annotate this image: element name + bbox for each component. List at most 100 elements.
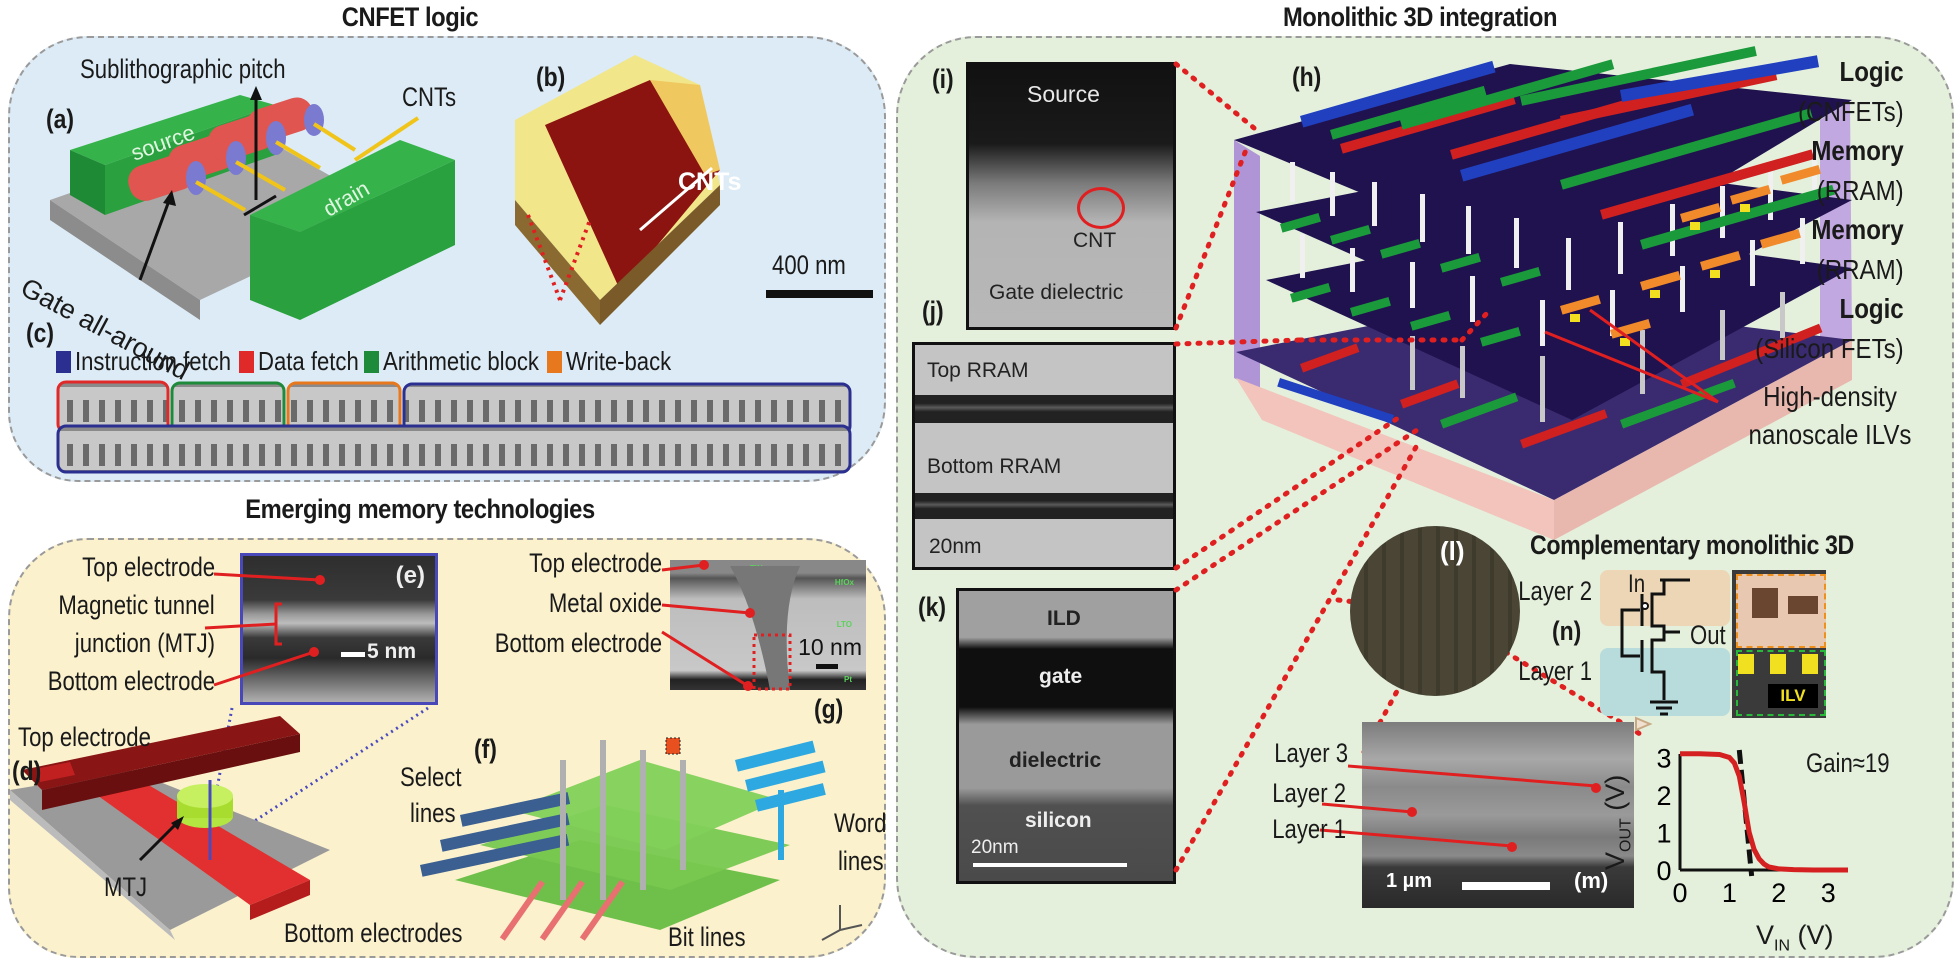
label-l: (l) xyxy=(1440,536,1465,566)
layout-metal xyxy=(1752,588,1778,618)
legend-swatch-instruction xyxy=(56,350,71,373)
label-i: (i) xyxy=(932,64,954,94)
y-tick-label: 3 xyxy=(1656,744,1671,774)
logic-interconnects xyxy=(1299,46,1836,250)
tem-gate-label: gate xyxy=(1039,665,1083,688)
section-title-memory: Emerging memory technologies xyxy=(245,494,595,524)
tem-source-label: Source xyxy=(1027,81,1100,107)
layer-name: Logic xyxy=(1839,293,1904,324)
sem-layer1-label: Layer 1 xyxy=(1272,814,1346,844)
mtj-scale-label: 5 nm xyxy=(367,640,417,663)
rram-stack-tem-image: Top RRAM Bottom RRAM 20nm xyxy=(912,342,1176,570)
word-lines-label-2: lines xyxy=(838,846,884,876)
layout-ilv-pad xyxy=(1738,654,1754,674)
mtj-device-top-electrode-label: Top electrode xyxy=(18,722,151,752)
label-h: (h) xyxy=(1292,62,1322,92)
rram-scale-label: 10 nm xyxy=(798,634,862,660)
si-fet-scale-bar xyxy=(973,863,1127,867)
x-tick-label: 2 xyxy=(1771,878,1786,908)
layer-name: Memory xyxy=(1811,135,1904,166)
transfer-curve-points xyxy=(1679,753,1849,871)
three-layer-sem-image: 1 µm (m) xyxy=(1362,722,1634,908)
layer-name: Memory xyxy=(1811,214,1904,245)
rram-scale-bar xyxy=(816,664,838,669)
rram-bottom-electrode-label: Bottom electrode xyxy=(494,628,662,658)
pitch-label: Sublithographic pitch xyxy=(80,54,286,84)
layer-type: (Silicon FETs) xyxy=(1755,332,1904,364)
x-tick-label: 3 xyxy=(1821,878,1836,908)
word-lines-label-1: Word xyxy=(834,808,887,838)
tem-dielectric-label: dielectric xyxy=(1009,749,1102,772)
cnfet-device-illustration xyxy=(50,86,455,320)
axes-icon xyxy=(821,905,863,941)
label-f: (f) xyxy=(474,734,497,764)
top-electrode-bar xyxy=(22,716,300,790)
layout-ilv-pad xyxy=(1802,654,1818,674)
layer-type: (CNFETs) xyxy=(1798,95,1904,127)
cnts-label: CNTs xyxy=(402,82,457,112)
rram-yellow-cells xyxy=(1570,204,1750,346)
chart-ylabel: VOUT (V) xyxy=(1600,774,1635,870)
memory-cells xyxy=(1280,212,1541,347)
section-title-cnfet: CNFET logic xyxy=(341,2,479,32)
tag-pt: Pt xyxy=(844,675,852,684)
si-fet-tem-image: ILD gate dielectric silicon 20nm xyxy=(956,588,1176,884)
legend-item: Write-back xyxy=(565,346,671,376)
y-tick-label: 0 xyxy=(1656,856,1671,886)
tag-lto: LTO xyxy=(836,620,852,629)
top-rram-label: Top RRAM xyxy=(927,359,1029,382)
chart-xlabel: VIN (V) xyxy=(1756,920,1834,955)
rram-top-electrode-label: Top electrode xyxy=(529,548,662,578)
ilv-tag: ILV xyxy=(1768,684,1818,708)
label-g: (g) xyxy=(814,694,844,724)
layer-legend: Logic (CNFETs) Memory (RRAM) Memory (RRA… xyxy=(1731,52,1904,368)
scale-bar xyxy=(766,290,873,298)
processor-layout xyxy=(56,380,852,474)
bit-lines-label: Bit lines xyxy=(668,922,746,952)
ilv-label-2: nanoscale ILVs xyxy=(1748,419,1912,450)
ilv-pointer-arrows xyxy=(1544,308,1719,404)
bottom-rram-layer xyxy=(915,493,1173,519)
layer-name: Logic xyxy=(1839,56,1904,87)
afm-cnts-label: CNTs xyxy=(678,168,742,196)
mtj-junction-label-2: junction (MTJ) xyxy=(74,628,215,658)
select-lines xyxy=(419,792,571,877)
block-legend: Instruction fetch Data fetch Arithmetic … xyxy=(56,346,689,377)
inverter-layer2-label: Layer 2 xyxy=(1518,576,1592,606)
layout-metal xyxy=(1788,596,1818,614)
legend-item: Data fetch xyxy=(257,346,359,376)
label-b: (b) xyxy=(536,62,566,92)
label-n: (n) xyxy=(1552,616,1582,646)
gate-pointer xyxy=(138,197,172,281)
afm-cnt-image xyxy=(515,55,873,325)
gain-annotation: Gain≈19 xyxy=(1806,748,1890,778)
bottom-electrodes-label: Bottom electrodes xyxy=(284,918,463,948)
layout-ilv-pad xyxy=(1770,654,1786,674)
label-d: (d) xyxy=(12,756,42,786)
silicon-fet-layer xyxy=(1277,323,1823,449)
rram-crosspoints xyxy=(1560,164,1821,339)
tem-gate-dielectric-label: Gate dielectric xyxy=(989,281,1124,304)
mtj-scale-bar xyxy=(341,652,365,657)
legend-item: Arithmetic block xyxy=(383,346,540,376)
vertical-pillars xyxy=(560,740,686,900)
label-j: (j) xyxy=(922,296,944,326)
select-lines-label-1: Select xyxy=(400,762,462,792)
mtj-top-electrode-label: Top electrode xyxy=(82,552,215,582)
flow-arrow xyxy=(1635,716,1653,732)
layer1-layout xyxy=(1736,650,1826,716)
word-lines xyxy=(735,740,826,860)
mtj-bottom-electrode-label: Bottom electrode xyxy=(47,666,215,696)
complementary-3d-title: Complementary monolithic 3D xyxy=(1530,530,1854,560)
source-block xyxy=(70,95,275,165)
bit-lines xyxy=(499,879,625,941)
inverter-in-label: In xyxy=(1628,570,1646,598)
afm-scale-label: 400 nm xyxy=(772,250,846,280)
cnt-tem-image: Source CNT Gate dielectric xyxy=(966,62,1176,330)
label-c: (c) xyxy=(26,318,55,348)
y-tick-label: 2 xyxy=(1656,781,1671,811)
sem-scale-label: 1 µm xyxy=(1386,870,1432,892)
